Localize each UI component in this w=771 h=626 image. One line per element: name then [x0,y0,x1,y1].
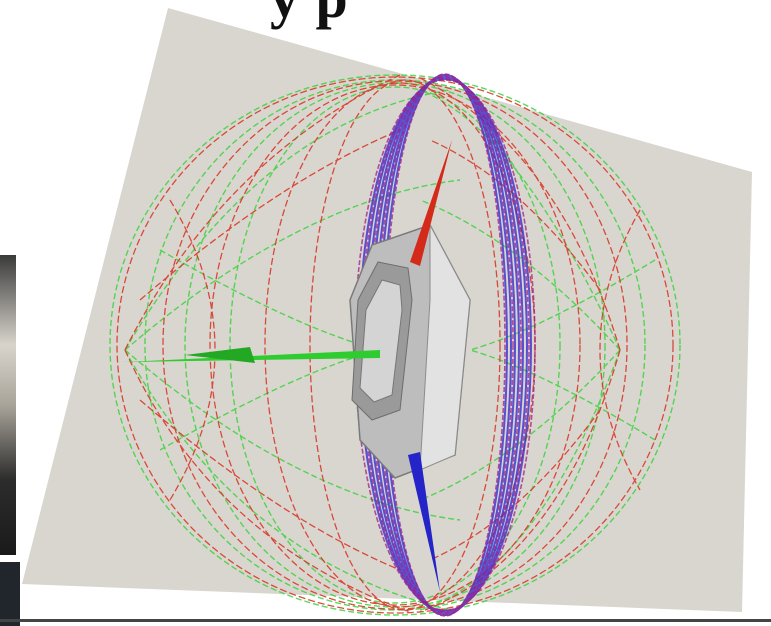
adjacent-photo-corner [0,562,20,626]
adjacent-photo-edge [0,255,16,555]
bottom-border-line [0,619,771,622]
green-arrow-head [185,347,255,363]
header-text-fragment: y p [270,0,349,31]
ring-magnet-icon [349,224,471,479]
blue-arrow-icon [408,452,440,592]
red-arrow-icon [410,140,452,266]
